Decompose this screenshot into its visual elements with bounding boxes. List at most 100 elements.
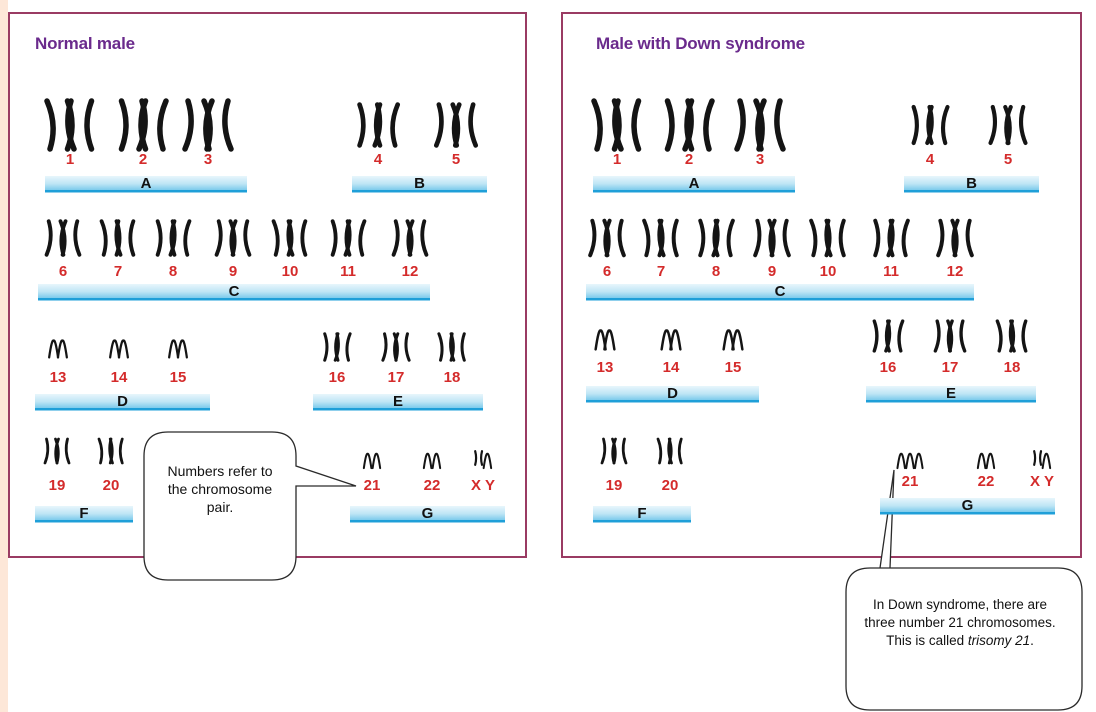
right-chromosome-17: 17 [933, 319, 967, 376]
left-chromosome-5-copy-2 [450, 102, 479, 148]
right-chromosome-10-copy-2 [824, 218, 846, 258]
right-chromosome-16-copy-2 [884, 319, 905, 353]
right-chromosome-6: 6 [588, 218, 626, 280]
right-chromosome-18: 18 [995, 319, 1028, 376]
left-chromosome-number-10: 10 [282, 263, 299, 280]
left-chromosome-XY-copy-2 [482, 452, 493, 470]
left-chromosome-number-16: 16 [329, 369, 346, 386]
right-chromosome-19: 19 [600, 437, 628, 494]
left-group-letter-F: F [79, 505, 88, 522]
right-chromosome-8: 8 [698, 218, 735, 280]
right-group-bar-D [586, 386, 759, 400]
left-chromosome-18: 18 [437, 332, 466, 386]
right-chromosome-13: 13 [594, 329, 616, 376]
right-group-letter-C: C [775, 283, 786, 300]
right-chromosome-7-copy-2 [657, 218, 679, 258]
callout-right-text-main: In Down syndrome, there are three number… [864, 597, 1056, 648]
left-chromosome-2: 2 [118, 98, 169, 168]
right-chromosome-number-10: 10 [820, 263, 837, 280]
left-group-bar-D [35, 394, 210, 408]
left-chromosome-3-copy-2 [201, 98, 234, 152]
left-chromosome-number-22: 22 [424, 477, 441, 494]
left-chromosome-17-copy-2 [392, 332, 411, 362]
left-edge-strip [0, 0, 8, 712]
left-chromosome-7: 7 [99, 219, 136, 280]
left-group-letter-C: C [229, 283, 240, 300]
right-chromosome-6-copy-2 [602, 218, 626, 258]
right-group-letter-G: G [962, 497, 974, 514]
left-group-bar-line-B [352, 190, 487, 193]
left-chromosome-17: 17 [381, 332, 411, 386]
right-group-bar-line-E [866, 400, 1036, 403]
left-chromosome-14-copy-2 [117, 339, 129, 359]
right-chromosome-10: 10 [809, 218, 846, 280]
left-group-E: E 16 17 18 [313, 332, 483, 411]
left-chromosome-number-9: 9 [229, 263, 237, 280]
callout-right-text-italic: trisomy 21 [967, 633, 1031, 648]
right-chromosome-number-22: 22 [978, 473, 995, 490]
left-chromosome-14-copy-1 [109, 339, 121, 359]
left-group-bar-line-E [313, 408, 483, 411]
right-group-bar-G [880, 498, 1055, 512]
left-chromosome-number-XY: X Y [471, 477, 495, 494]
left-chromosome-number-11: 11 [340, 263, 356, 280]
left-chromosome-21-copy-2 [371, 452, 382, 470]
right-chromosome-22-copy-1 [976, 452, 987, 470]
left-chromosome-10: 10 [271, 219, 308, 280]
left-chromosome-15-copy-2 [176, 339, 188, 359]
left-chromosome-number-14: 14 [111, 369, 128, 386]
right-chromosome-number-17: 17 [942, 359, 959, 376]
left-chromosome-7-copy-2 [114, 219, 136, 257]
right-group-bar-line-G [880, 512, 1055, 515]
left-group-bar-C [38, 284, 430, 298]
right-group-bar-line-B [904, 190, 1039, 193]
left-chromosome-12: 12 [391, 219, 429, 280]
right-chromosome-21-copy-1 [896, 452, 906, 470]
right-chromosome-XY-copy-1 [1033, 450, 1043, 466]
right-chromosome-number-3: 3 [756, 151, 764, 168]
left-chromosome-number-12: 12 [402, 263, 419, 280]
right-chromosome-22-copy-2 [985, 452, 996, 470]
left-chromosome-number-15: 15 [170, 369, 187, 386]
left-group-bar-A [45, 176, 247, 190]
right-chromosome-number-11: 11 [883, 263, 899, 280]
right-chromosome-20: 20 [656, 437, 683, 494]
right-chromosome-3-copy-2 [753, 98, 786, 152]
right-chromosome-19-copy-2 [611, 437, 628, 465]
callout-bubble-right [845, 469, 1083, 711]
left-chromosome-20: 20 [97, 437, 124, 494]
left-chromosome-19-copy-2 [54, 437, 71, 465]
right-chromosome-15-copy-1 [722, 329, 735, 351]
left-chromosome-22-copy-1 [422, 452, 433, 470]
right-chromosome-8-copy-2 [711, 218, 735, 258]
left-group-letter-E: E [393, 393, 403, 410]
left-chromosome-number-7: 7 [114, 263, 122, 280]
left-chromosome-8: 8 [155, 219, 192, 280]
left-chromosome-2-copy-2 [136, 98, 169, 152]
right-chromosome-2: 2 [664, 98, 715, 168]
left-group-bar-F [35, 506, 133, 520]
right-chromosome-2-copy-2 [682, 98, 715, 152]
right-chromosome-number-2: 2 [685, 151, 693, 168]
right-chromosome-number-20: 20 [662, 477, 679, 494]
right-chromosome-number-XY: X Y [1030, 473, 1054, 490]
right-chromosome-number-15: 15 [725, 359, 742, 376]
callout-bubble-left [143, 431, 357, 581]
left-chromosome-number-6: 6 [59, 263, 67, 280]
left-chromosome-15: 15 [168, 339, 188, 386]
right-chromosome-number-14: 14 [663, 359, 680, 376]
right-chromosome-17-copy-2 [946, 319, 967, 353]
left-chromosome-number-17: 17 [388, 369, 405, 386]
left-chromosome-number-2: 2 [139, 151, 147, 168]
left-chromosome-20-copy-2 [108, 437, 124, 465]
left-chromosome-number-21: 21 [364, 477, 381, 494]
left-chromosome-11-copy-2 [343, 219, 367, 257]
